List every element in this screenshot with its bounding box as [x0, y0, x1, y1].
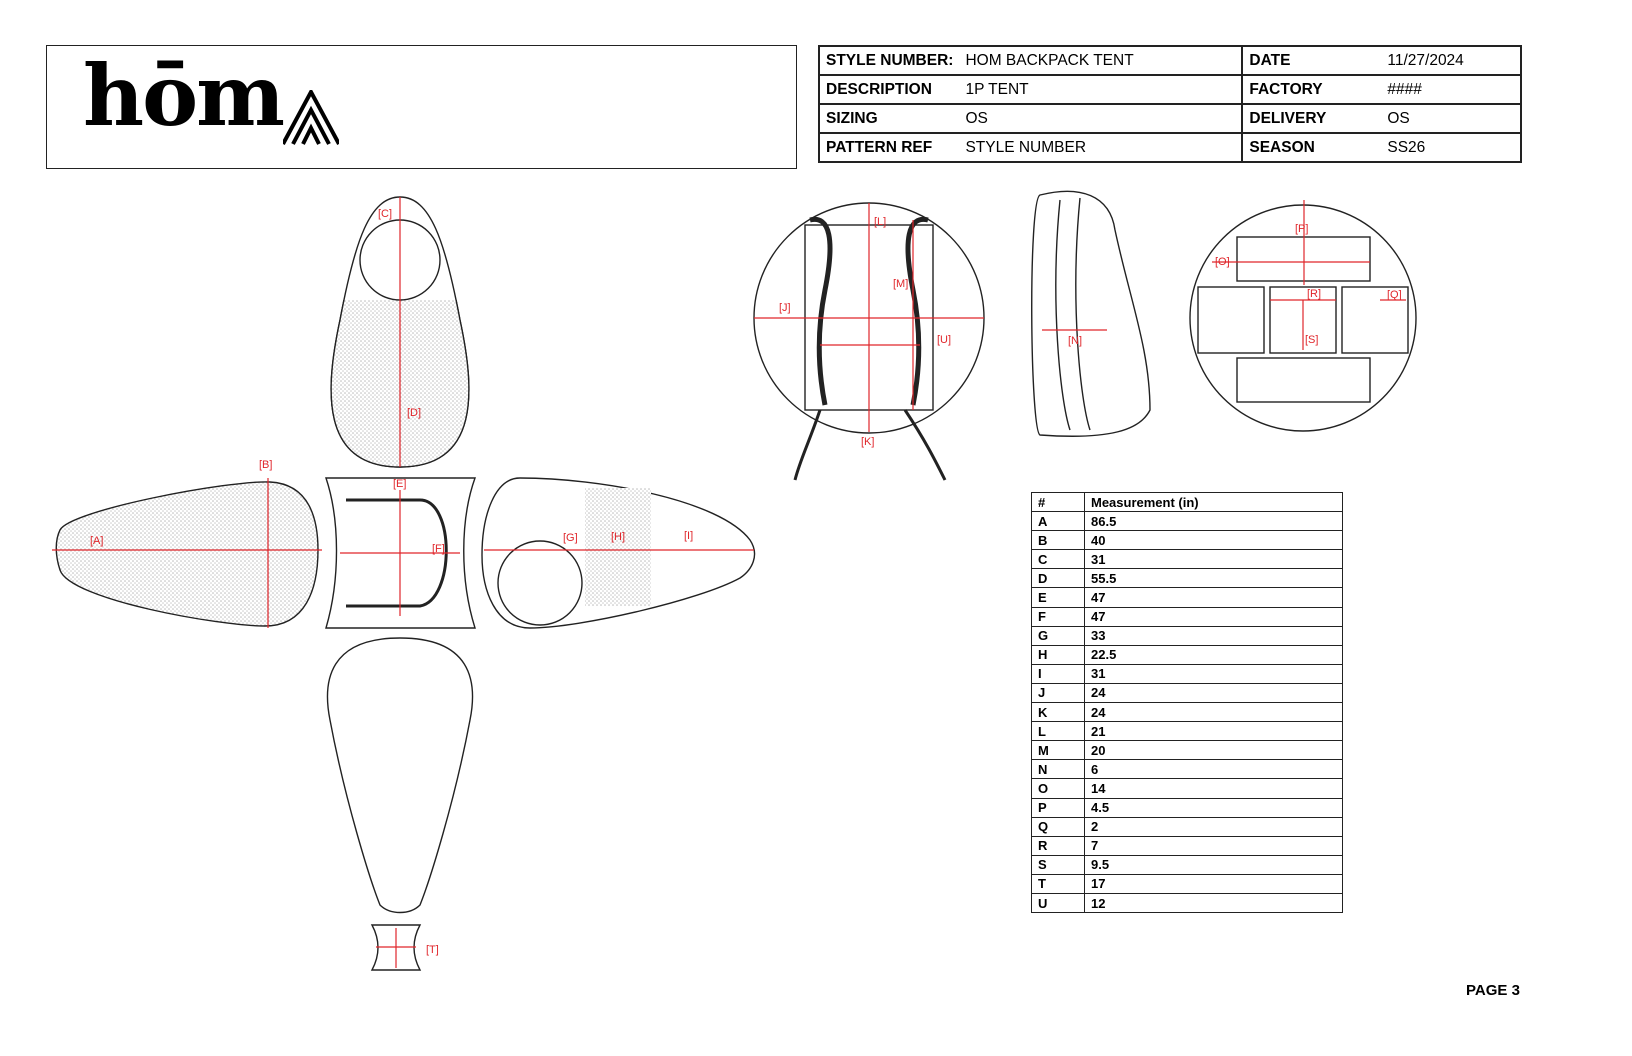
info-label: SEASON	[1241, 132, 1382, 163]
label-k: [K]	[861, 436, 874, 448]
info-value: 1P TENT	[959, 74, 1244, 105]
label-u: [U]	[937, 334, 951, 346]
label-i: [I]	[684, 530, 693, 542]
label-o: [O]	[1215, 256, 1230, 268]
info-value: OS	[1381, 103, 1522, 134]
info-label: STYLE NUMBER:	[817, 45, 960, 76]
label-q: [Q]	[1387, 289, 1402, 301]
label-n: [N]	[1068, 335, 1082, 347]
label-p: [P]	[1295, 223, 1308, 235]
left-panel	[55, 481, 319, 627]
label-d: [D]	[407, 407, 421, 419]
info-label: DATE	[1241, 45, 1382, 76]
label-c: [C]	[378, 208, 392, 220]
label-e: [E]	[393, 478, 406, 490]
label-b: [B]	[259, 459, 272, 471]
right-pocket-circle	[497, 540, 583, 626]
info-label: FACTORY	[1241, 74, 1382, 105]
backpack-back	[1189, 204, 1417, 432]
t-piece	[370, 924, 422, 971]
info-value: ####	[1381, 74, 1522, 105]
label-g: [G]	[563, 532, 578, 544]
info-label: DELIVERY	[1241, 103, 1382, 134]
label-s: [S]	[1305, 334, 1318, 346]
label-a: [A]	[90, 535, 103, 547]
label-l: [L]	[874, 216, 886, 228]
label-t: [T]	[426, 944, 439, 956]
measurement-value: 22.5	[1084, 644, 1343, 665]
label-h: [H]	[611, 531, 625, 543]
label-j: [J]	[779, 302, 791, 314]
info-value: 11/27/2024	[1381, 45, 1522, 76]
label-r: [R]	[1307, 288, 1321, 300]
page-number: PAGE 3	[1466, 982, 1520, 999]
mountain-logo-icon	[283, 90, 339, 145]
measurement-value: 12	[1084, 892, 1343, 914]
label-f: [F]	[432, 543, 445, 555]
info-value: HOM BACKPACK TENT	[959, 45, 1244, 76]
logo-box: hōm	[46, 45, 797, 169]
info-value: OS	[959, 103, 1244, 134]
brand-wordmark: hōm	[83, 46, 285, 145]
info-value: STYLE NUMBER	[959, 132, 1244, 163]
info-label: DESCRIPTION	[817, 74, 960, 105]
label-m: [M]	[893, 278, 908, 290]
bottom-panel	[326, 637, 474, 914]
measure-lines	[52, 197, 1406, 968]
measurement-value: 31	[1084, 549, 1343, 570]
info-label: PATTERN REF	[817, 132, 960, 163]
backpack-side	[1031, 190, 1151, 437]
info-value: SS26	[1381, 132, 1522, 163]
center-panel	[325, 477, 476, 629]
right-panel	[481, 477, 756, 629]
info-label: SIZING	[817, 103, 960, 134]
